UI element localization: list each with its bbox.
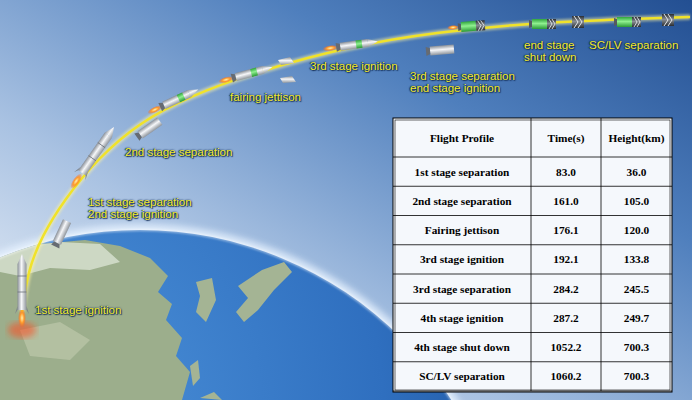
event-label: fairing jettison xyxy=(230,91,301,103)
third-stage-vehicle xyxy=(322,37,379,54)
event-label: 2nd stage ignition xyxy=(88,208,178,220)
table-cell: 1060.2 xyxy=(531,362,601,391)
table-cell: 3rd stage ignition xyxy=(393,245,531,274)
table-cell: 284.2 xyxy=(531,274,601,303)
table-cell: 4th stage ignition xyxy=(393,303,531,332)
table-header: Time(s) xyxy=(531,118,601,157)
fairing-half xyxy=(280,76,296,83)
table-cell: 2nd stage separation xyxy=(393,186,531,215)
first-stage xyxy=(51,219,71,248)
table-cell: 287.2 xyxy=(531,303,601,332)
table-cell: 120.0 xyxy=(601,216,672,245)
table-header: Height(km) xyxy=(601,118,672,157)
end-stage xyxy=(614,17,641,27)
event-label: 1st stage ignition xyxy=(35,304,121,316)
vehicle-fairing-jettison xyxy=(217,63,273,86)
spacecraft xyxy=(572,16,584,28)
table-cell: 700.3 xyxy=(601,362,672,391)
vehicle-after-second-separation xyxy=(146,85,201,117)
event-label: end stage shut down xyxy=(524,39,584,63)
table-cell: 133.8 xyxy=(601,245,672,274)
event-label: 2nd stage separation xyxy=(125,146,232,158)
table-cell: 83.0 xyxy=(531,157,601,186)
table-cell: 249.7 xyxy=(601,303,672,332)
table-cell: 1052.2 xyxy=(531,333,601,362)
table-cell: 176.1 xyxy=(531,216,601,245)
fairing-half xyxy=(278,57,294,65)
flight-profile-table xyxy=(393,118,672,392)
table-cell: 192.1 xyxy=(531,245,601,274)
table-cell: 3rd stage separation xyxy=(393,274,531,303)
table-header: Flight Profile xyxy=(393,118,531,157)
event-label: 3rd stage separation xyxy=(410,70,515,82)
event-label: 3rd stage ignition xyxy=(310,60,398,72)
table-cell: 105.0 xyxy=(601,186,672,215)
table-cell: 4th stage shut down xyxy=(393,333,531,362)
land-masses xyxy=(0,240,292,400)
table-cell: 36.0 xyxy=(601,157,672,186)
end-stage xyxy=(447,20,486,33)
third-stage xyxy=(426,44,455,55)
event-label: 1st stage separation xyxy=(88,196,192,208)
event-label: end stage ignition xyxy=(410,82,500,94)
end-stage xyxy=(529,19,556,29)
table-cell: SC/LV separation xyxy=(393,362,531,391)
table-cell: Fairing jettison xyxy=(393,216,531,245)
table-cell: 1st stage separation xyxy=(393,157,531,186)
second-stage xyxy=(134,117,162,140)
event-label: SC/LV separation xyxy=(589,39,678,51)
table-cell: 700.3 xyxy=(601,333,672,362)
spacecraft xyxy=(662,14,674,26)
launch-vehicle xyxy=(15,254,29,328)
table-cell: 245.5 xyxy=(601,274,672,303)
vehicle-after-first-separation xyxy=(65,123,119,192)
table-cell: 161.0 xyxy=(531,186,601,215)
